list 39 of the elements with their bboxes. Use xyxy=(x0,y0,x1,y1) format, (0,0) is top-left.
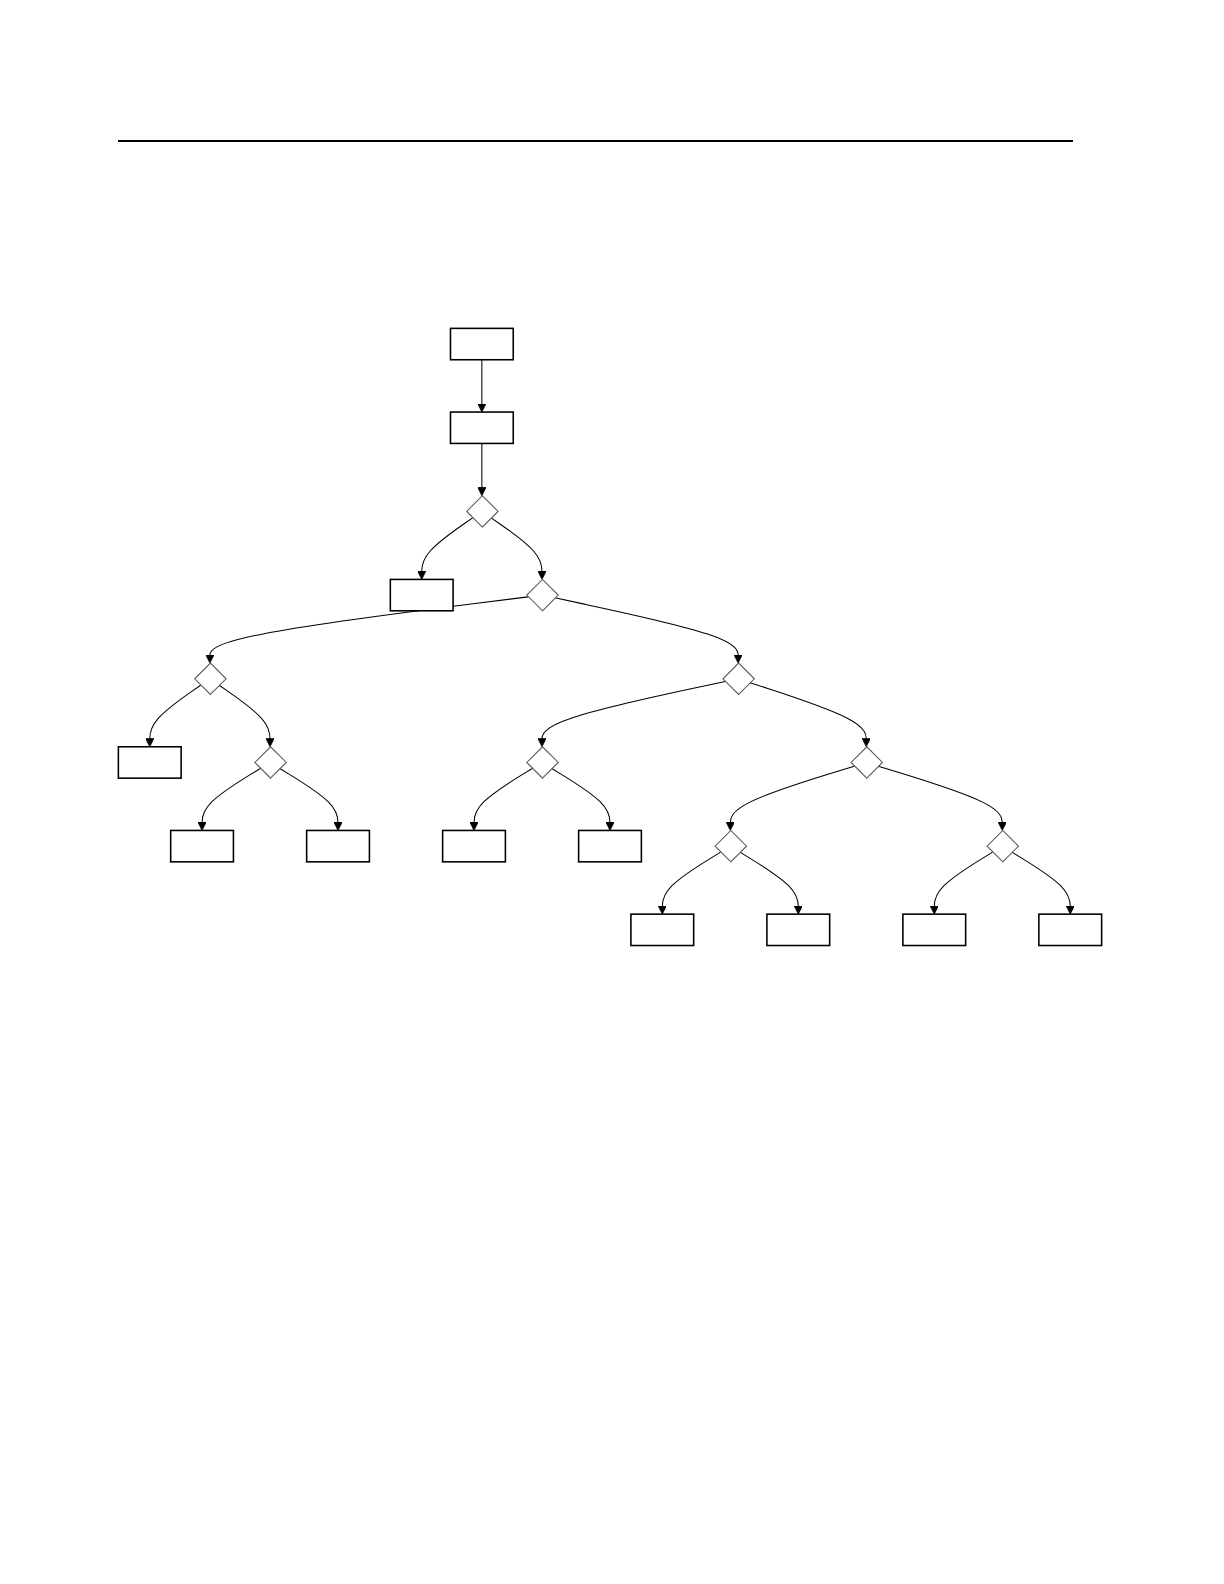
node-diamond xyxy=(986,829,1020,863)
node-box xyxy=(389,578,454,612)
arrow xyxy=(477,442,487,497)
arrow xyxy=(145,684,202,748)
node-box xyxy=(305,829,371,863)
arrow xyxy=(657,851,722,915)
arrow xyxy=(725,765,855,831)
arrow xyxy=(417,517,474,580)
node-box xyxy=(630,913,695,947)
arrow xyxy=(739,851,803,915)
node-box xyxy=(449,327,515,361)
node-diamond xyxy=(722,662,756,696)
node-diamond xyxy=(714,829,748,863)
node-box xyxy=(577,829,643,863)
node-box xyxy=(169,829,235,863)
arrow xyxy=(218,684,275,748)
arrow xyxy=(477,359,487,413)
arrow xyxy=(749,682,871,748)
arrow xyxy=(279,767,343,831)
arrow xyxy=(197,767,261,831)
arrow xyxy=(1011,851,1075,915)
arrow xyxy=(551,767,615,831)
node-diamond xyxy=(526,578,559,612)
arrow xyxy=(537,681,726,748)
node-diamond xyxy=(254,746,287,779)
node-box xyxy=(441,829,507,863)
node-box xyxy=(1038,913,1103,947)
node-diamond xyxy=(194,662,227,696)
node-box xyxy=(766,913,831,947)
node-box xyxy=(117,746,182,779)
node-diamond xyxy=(850,746,884,779)
arrow xyxy=(469,767,533,831)
node-diamond xyxy=(526,746,559,779)
node-box xyxy=(449,411,515,445)
node-box xyxy=(902,913,967,947)
arrow xyxy=(877,765,1007,831)
arrow xyxy=(490,517,547,580)
arrow xyxy=(929,851,994,915)
node-diamond xyxy=(465,495,499,528)
